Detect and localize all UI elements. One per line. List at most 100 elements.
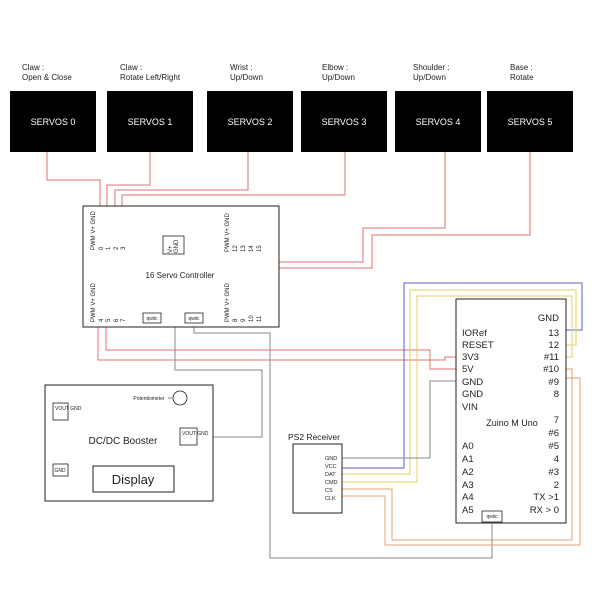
servo-4: Shoulder : Up/Down SERVOS 4 xyxy=(395,63,481,152)
servo-4-label1: Shoulder : xyxy=(413,63,449,72)
potentiometer-icon xyxy=(172,390,188,406)
servo-controller-board xyxy=(82,205,280,328)
servo-3-label1: Elbow : xyxy=(322,63,348,72)
pin-a5: A5 xyxy=(462,505,474,516)
servo-5-name: SERVOS 5 xyxy=(508,117,553,127)
pin-a2: A2 xyxy=(462,467,474,478)
servo-3-name: SERVOS 3 xyxy=(322,117,367,127)
pin-6: #6 xyxy=(548,428,559,439)
pwm-header-bottom-right: PWM V+ GND 8 9 10 11 xyxy=(225,282,263,322)
arduino-qwiic-connector xyxy=(481,510,503,523)
servo-0-box xyxy=(10,91,96,152)
servo-0-name: SERVOS 0 xyxy=(31,117,76,127)
arduino-title: Zuino M Uno xyxy=(486,418,538,428)
servo-2-label1: Wrist : xyxy=(230,63,253,72)
pin-11: 11 xyxy=(257,315,263,322)
pwm-header-label-bl: PWM V+ GND xyxy=(91,282,97,322)
arduino-qwiic-label: qwiic xyxy=(486,514,498,520)
pin-gnd-top: GND xyxy=(538,313,559,324)
pwm-header-top-left: PWM V+ GND 0 1 2 3 xyxy=(91,210,127,250)
wire-pin-12 xyxy=(340,289,577,475)
servo-0-label2: Open & Close xyxy=(22,73,72,82)
vout-gnd-right xyxy=(179,427,198,446)
pin-ioref: IORef xyxy=(462,328,487,339)
pin-8: 8 xyxy=(554,389,559,400)
pin-5: #5 xyxy=(548,441,559,452)
wire-ctrl-3v3 xyxy=(97,318,457,361)
pin-13: 13 xyxy=(548,328,559,339)
servo-1-label1: Claw : xyxy=(120,63,142,72)
servo-3: Elbow : Up/Down SERVOS 3 xyxy=(301,63,387,152)
pin-8: 8 xyxy=(233,318,239,322)
booster-title: DC/DC Booster xyxy=(89,436,159,447)
pin-3: #3 xyxy=(548,467,559,478)
pin-5: 5 xyxy=(106,318,112,322)
wire-qwiic xyxy=(193,322,493,559)
ps2-pin-vcc: VCC xyxy=(325,464,337,470)
qwiic-label-2: qwiic xyxy=(188,316,200,322)
pin-gnd-1: GND xyxy=(462,377,483,388)
pin-12: 12 xyxy=(233,245,239,252)
pin-5v: 5V xyxy=(462,364,474,375)
pin-7: 7 xyxy=(121,318,127,322)
ps2-pin-cmd: CMD xyxy=(325,480,338,486)
pin-12: 12 xyxy=(548,340,559,351)
servo-2-name: SERVOS 2 xyxy=(228,117,273,127)
pin-4: 4 xyxy=(99,318,105,322)
ps2-pin-clk: CLK xyxy=(325,496,336,502)
servo-5-label1: Base : xyxy=(510,63,533,72)
servo-4-name: SERVOS 4 xyxy=(416,117,461,127)
pin-tx: TX >1 xyxy=(533,492,559,503)
pin-2: 2 xyxy=(114,246,120,250)
servo-2-box xyxy=(207,91,293,152)
pin-9: 9 xyxy=(241,318,247,322)
pin-3v3: 3V3 xyxy=(462,352,479,363)
pwm-header-label-right: PWM V+ GND xyxy=(225,212,231,252)
pwm-header-bottom-left: PWM V+ GND 4 5 6 7 xyxy=(91,282,127,322)
wire-servo-5 xyxy=(237,152,531,290)
ps2-board xyxy=(292,443,343,514)
pin-gnd-2: GND xyxy=(462,389,483,400)
arduino-board xyxy=(455,298,567,524)
pin-1: 1 xyxy=(106,246,112,250)
wire-power-booster xyxy=(174,252,263,438)
pwm-header-label-br: PWM V+ GND xyxy=(225,282,231,322)
zuino-m-uno: Zuino M Uno IORef RESET 3V3 5V GND GND V… xyxy=(455,298,567,524)
ps2-pin-dat: DAT xyxy=(325,472,336,478)
pin-a3: A3 xyxy=(462,480,474,491)
vout-gnd-right-label: VOUT GND xyxy=(182,431,209,437)
servo-0-label1: Claw : xyxy=(22,63,44,72)
pin-a0: A0 xyxy=(462,441,474,452)
qwiic-connector-1 xyxy=(142,312,162,324)
servo-3-box xyxy=(301,91,387,152)
servo-0: Claw : Open & Close SERVOS 0 xyxy=(10,63,96,152)
wire-ps2-clk xyxy=(340,377,581,546)
ps2-title: PS2 Receiver xyxy=(288,432,340,442)
pin-9: #9 xyxy=(548,377,559,388)
servo-5: Base : Rotate SERVOS 5 xyxy=(487,63,573,152)
servo-3-label2: Up/Down xyxy=(322,73,355,82)
pin-15: 15 xyxy=(257,245,263,252)
pin-7: 7 xyxy=(554,415,559,426)
servo-4-label2: Up/Down xyxy=(413,73,446,82)
display-label: Display xyxy=(112,472,155,487)
gnd-terminal-label: GND xyxy=(54,468,66,474)
wire-ps2-gnd xyxy=(340,380,457,459)
servo-1: Claw : Rotate Left/Right SERVOS 1 xyxy=(107,63,193,152)
dc-dc-booster: DC/DC Booster Potentiometer VOUT GND VOU… xyxy=(44,384,214,502)
vout-gnd-left xyxy=(52,402,69,421)
pin-3: 3 xyxy=(121,246,127,250)
pin-10: 10 xyxy=(249,315,255,322)
wire-pin-13 xyxy=(340,282,583,469)
pwm-header-label: PWM V+ GND xyxy=(91,210,97,250)
servo-5-label2: Rotate xyxy=(510,73,534,82)
ps2-receiver: PS2 Receiver GND VCC DAT CMD CS CLK xyxy=(288,432,343,514)
pwm-header-top-right: PWM V+ GND 12 13 14 15 xyxy=(225,212,263,252)
servo-2: Wrist : Up/Down SERVOS 2 xyxy=(207,63,293,152)
pin-0: 0 xyxy=(99,246,105,250)
servo-1-box xyxy=(107,91,193,152)
pin-rx: RX > 0 xyxy=(530,505,559,516)
servo-controller-title: 16 Servo Controller xyxy=(146,271,215,280)
wire-ctrl-5v xyxy=(105,318,457,370)
vout-gnd-left-label: VOUT GND xyxy=(55,406,82,412)
